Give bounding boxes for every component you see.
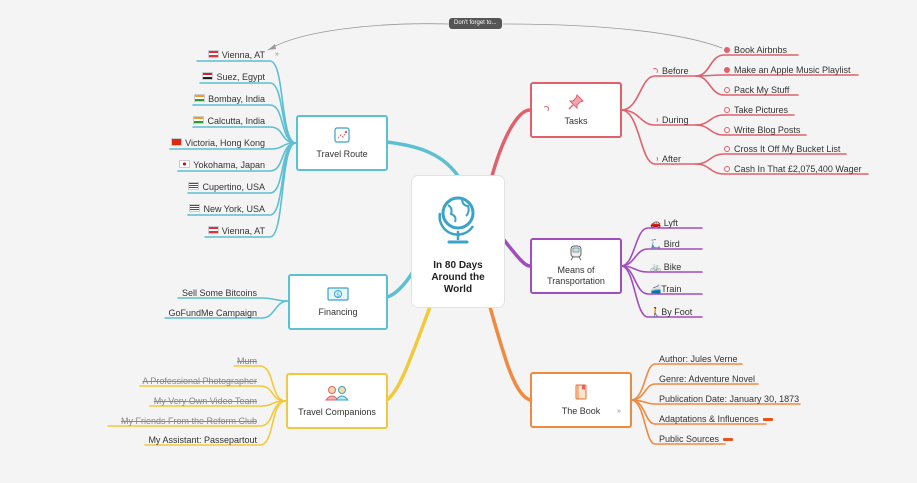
companion-item[interactable]: Mum — [237, 356, 257, 366]
the-book-label: The Book — [561, 406, 601, 416]
transport-item[interactable]: 🚲 Bike — [650, 262, 682, 272]
transport-item[interactable]: 🛴 Bird — [650, 239, 680, 249]
financing-label: Financing — [318, 307, 358, 317]
egypt-flag-icon — [202, 72, 214, 80]
book-item[interactable]: Author: Jules Verne — [659, 354, 738, 364]
travel-route-node[interactable]: Travel Route — [296, 115, 388, 171]
route-item[interactable]: Yokohama, Japan — [179, 160, 265, 171]
tasks-label: Tasks — [564, 116, 588, 126]
train-icon: 🚄 — [650, 284, 662, 294]
task-item[interactable]: Write Blog Posts — [724, 125, 800, 136]
task-item[interactable]: Cash In That £2,075,400 Wager — [724, 164, 862, 175]
route-item[interactable]: Calcutta, India — [193, 116, 265, 127]
task-progress-icon — [543, 106, 549, 112]
book-icon — [575, 384, 587, 400]
route-item[interactable]: Victoria, Hong Kong — [171, 138, 265, 149]
financing-item[interactable]: Sell Some Bitcoins — [181, 288, 257, 298]
task-item[interactable]: Take Pictures — [724, 105, 788, 116]
the-book-node[interactable]: The Book — [530, 372, 632, 428]
book-item[interactable]: Public Sources — [659, 434, 734, 445]
financing-item[interactable]: GoFundMe Campaign — [168, 308, 257, 318]
usa-flag-icon — [188, 182, 200, 190]
book-item[interactable]: Adaptations & Influences — [659, 414, 773, 425]
usa-flag-icon — [189, 204, 201, 212]
route-item[interactable]: Bombay, India — [194, 94, 265, 105]
route-item[interactable]: Cupertino, USA — [188, 182, 265, 193]
route-map-icon — [334, 127, 350, 143]
checkbox-icon[interactable] — [724, 166, 730, 172]
checkbox-icon[interactable] — [724, 127, 730, 133]
financing-node[interactable]: $ Financing — [288, 274, 388, 330]
task-item[interactable]: Pack My Stuff — [724, 85, 789, 96]
book-item[interactable]: Publication Date: January 30, 1873 — [659, 394, 800, 404]
car-icon: 🚗 — [650, 218, 662, 228]
link-icon[interactable]: » — [617, 408, 621, 415]
walking-icon: 🚶 — [650, 307, 662, 317]
transport-item[interactable]: 🚶By Foot — [650, 307, 693, 317]
travel-companions-node[interactable]: Travel Companions — [286, 373, 388, 429]
task-item[interactable]: Cross It Off My Bucket List — [724, 144, 840, 155]
globe-icon — [438, 196, 475, 244]
checkbox-icon[interactable] — [724, 146, 730, 152]
hong-kong-flag-icon — [171, 138, 183, 146]
route-item[interactable]: Suez, Egypt — [202, 72, 265, 83]
route-item[interactable]: New York, USA — [189, 204, 265, 215]
bicycle-icon: 🚲 — [650, 262, 662, 272]
central-topic-title: In 80 Days Around the World — [431, 260, 485, 295]
subway-icon — [570, 245, 582, 261]
link-icon[interactable]: » — [275, 51, 279, 58]
dollar-bill-icon: $ — [327, 287, 349, 301]
india-flag-icon — [194, 94, 206, 102]
checkbox-icon[interactable] — [724, 87, 730, 93]
austria-flag-icon — [207, 50, 219, 58]
checkbox-icon[interactable] — [724, 107, 730, 113]
collapsed-more-icon[interactable] — [762, 418, 773, 421]
route-item[interactable]: Vienna, AT — [207, 50, 265, 61]
checkbox-checked-icon[interactable] — [724, 67, 730, 73]
task-item[interactable]: Make an Apple Music Playlist — [724, 65, 851, 76]
task-item[interactable]: Book Airbnbs — [724, 45, 787, 56]
companion-item[interactable]: My Very Own Video Team — [153, 396, 257, 406]
companion-item[interactable]: My Friends From the Reform Club — [120, 416, 257, 426]
collapsed-more-icon[interactable] — [723, 438, 734, 441]
transport-item[interactable]: 🚗 Lyft — [650, 218, 678, 228]
checkbox-checked-icon[interactable] — [724, 47, 730, 53]
task-group-before[interactable]: Before — [652, 66, 689, 77]
dont-forget-callout[interactable]: Don't forget to... — [449, 18, 502, 29]
pushpin-icon — [568, 94, 584, 110]
companion-item[interactable]: My Assistant: Passepartout — [148, 435, 257, 445]
india-flag-icon — [193, 116, 205, 124]
task-group-during[interactable]: During — [652, 115, 689, 126]
book-item[interactable]: Genre: Adventure Novel — [659, 374, 756, 384]
travel-route-label: Travel Route — [316, 149, 368, 159]
svg-text:$: $ — [336, 291, 340, 298]
route-item[interactable]: Vienna, AT — [207, 226, 265, 237]
central-topic[interactable]: In 80 Days Around the World — [412, 176, 504, 307]
progress-icon — [652, 117, 658, 123]
transportation-node[interactable]: Means of Transportation — [530, 238, 622, 294]
progress-icon — [652, 68, 658, 74]
austria-flag-icon — [207, 226, 219, 234]
transport-item[interactable]: 🚄Train — [650, 284, 682, 294]
transportation-label: Means of Transportation — [547, 265, 605, 286]
progress-icon — [652, 156, 658, 162]
japan-flag-icon — [179, 160, 191, 168]
people-icon — [324, 386, 350, 401]
travel-companions-label: Travel Companions — [298, 407, 376, 417]
task-group-after[interactable]: After — [652, 154, 681, 165]
companion-item[interactable]: A Professional Photographer — [142, 376, 257, 386]
scooter-icon: 🛴 — [650, 239, 662, 249]
